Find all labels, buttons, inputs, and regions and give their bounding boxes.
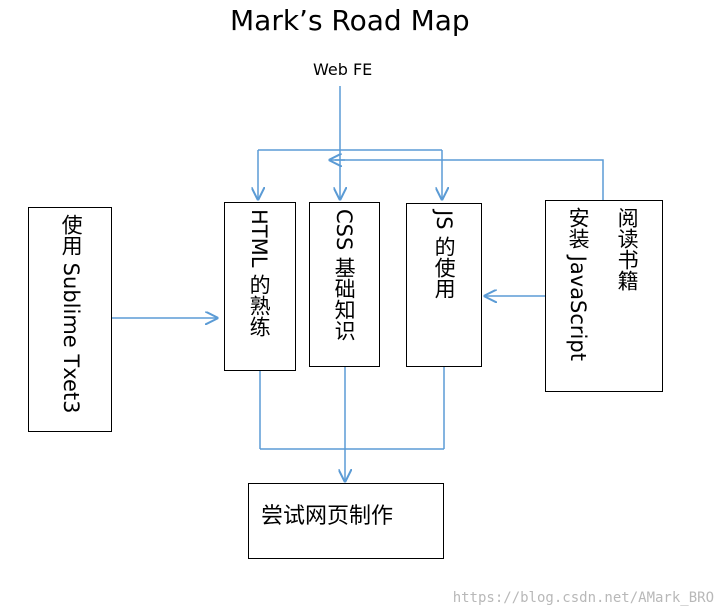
node-js-label: JS 的使用 xyxy=(432,210,457,300)
watermark: https://blog.csdn.net/AMark_BRO xyxy=(452,590,714,606)
node-html-label: HTML 的熟练 xyxy=(247,209,272,338)
node-sublime: 使用 Sublime Txet3 xyxy=(28,207,112,432)
node-css: CSS 基础知识 xyxy=(309,202,380,367)
node-sublime-label: 使用 Sublime Txet3 xyxy=(59,214,84,414)
node-css-label: CSS 基础知识 xyxy=(332,209,357,341)
root-label: Web FE xyxy=(313,60,373,79)
node-books-line2: 安装 JavaScript xyxy=(566,207,591,361)
edge-books-loop xyxy=(335,159,604,200)
node-practice-label: 尝试网页制作 xyxy=(261,504,394,529)
diagram-title: Mark’s Road Map xyxy=(230,4,470,37)
node-practice: 尝试网页制作 xyxy=(248,483,444,559)
node-html: HTML 的熟练 xyxy=(224,202,296,371)
node-books-line1: 阅读书籍 xyxy=(615,207,640,291)
node-books: 阅读书籍 安装 JavaScript xyxy=(545,200,663,392)
node-js: JS 的使用 xyxy=(406,203,482,367)
